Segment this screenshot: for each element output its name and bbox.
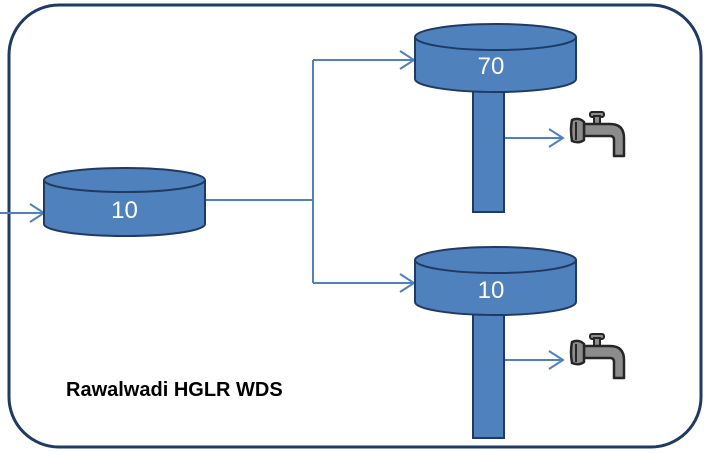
upper-tank-value: 70 bbox=[478, 53, 505, 80]
source-tank-value: 10 bbox=[111, 197, 138, 224]
upper-tank-column bbox=[472, 89, 505, 213]
diagram-title: Rawalwadi HGLR WDS bbox=[66, 379, 283, 401]
lower-tap-arrowhead bbox=[548, 350, 565, 370]
water-tap-icon bbox=[569, 332, 626, 380]
system-boundary bbox=[7, 3, 703, 449]
lower-elevated-tank: 10 bbox=[414, 246, 577, 439]
upper-elevated-tank: 70 bbox=[414, 23, 577, 213]
upper-tap-arrowhead bbox=[548, 128, 565, 148]
water-tap-icon bbox=[569, 110, 626, 158]
lower-tank-column bbox=[472, 311, 505, 439]
source-tank: 10 bbox=[43, 167, 206, 237]
lower-tank-value: 10 bbox=[478, 277, 505, 304]
pipe-network bbox=[0, 50, 565, 370]
